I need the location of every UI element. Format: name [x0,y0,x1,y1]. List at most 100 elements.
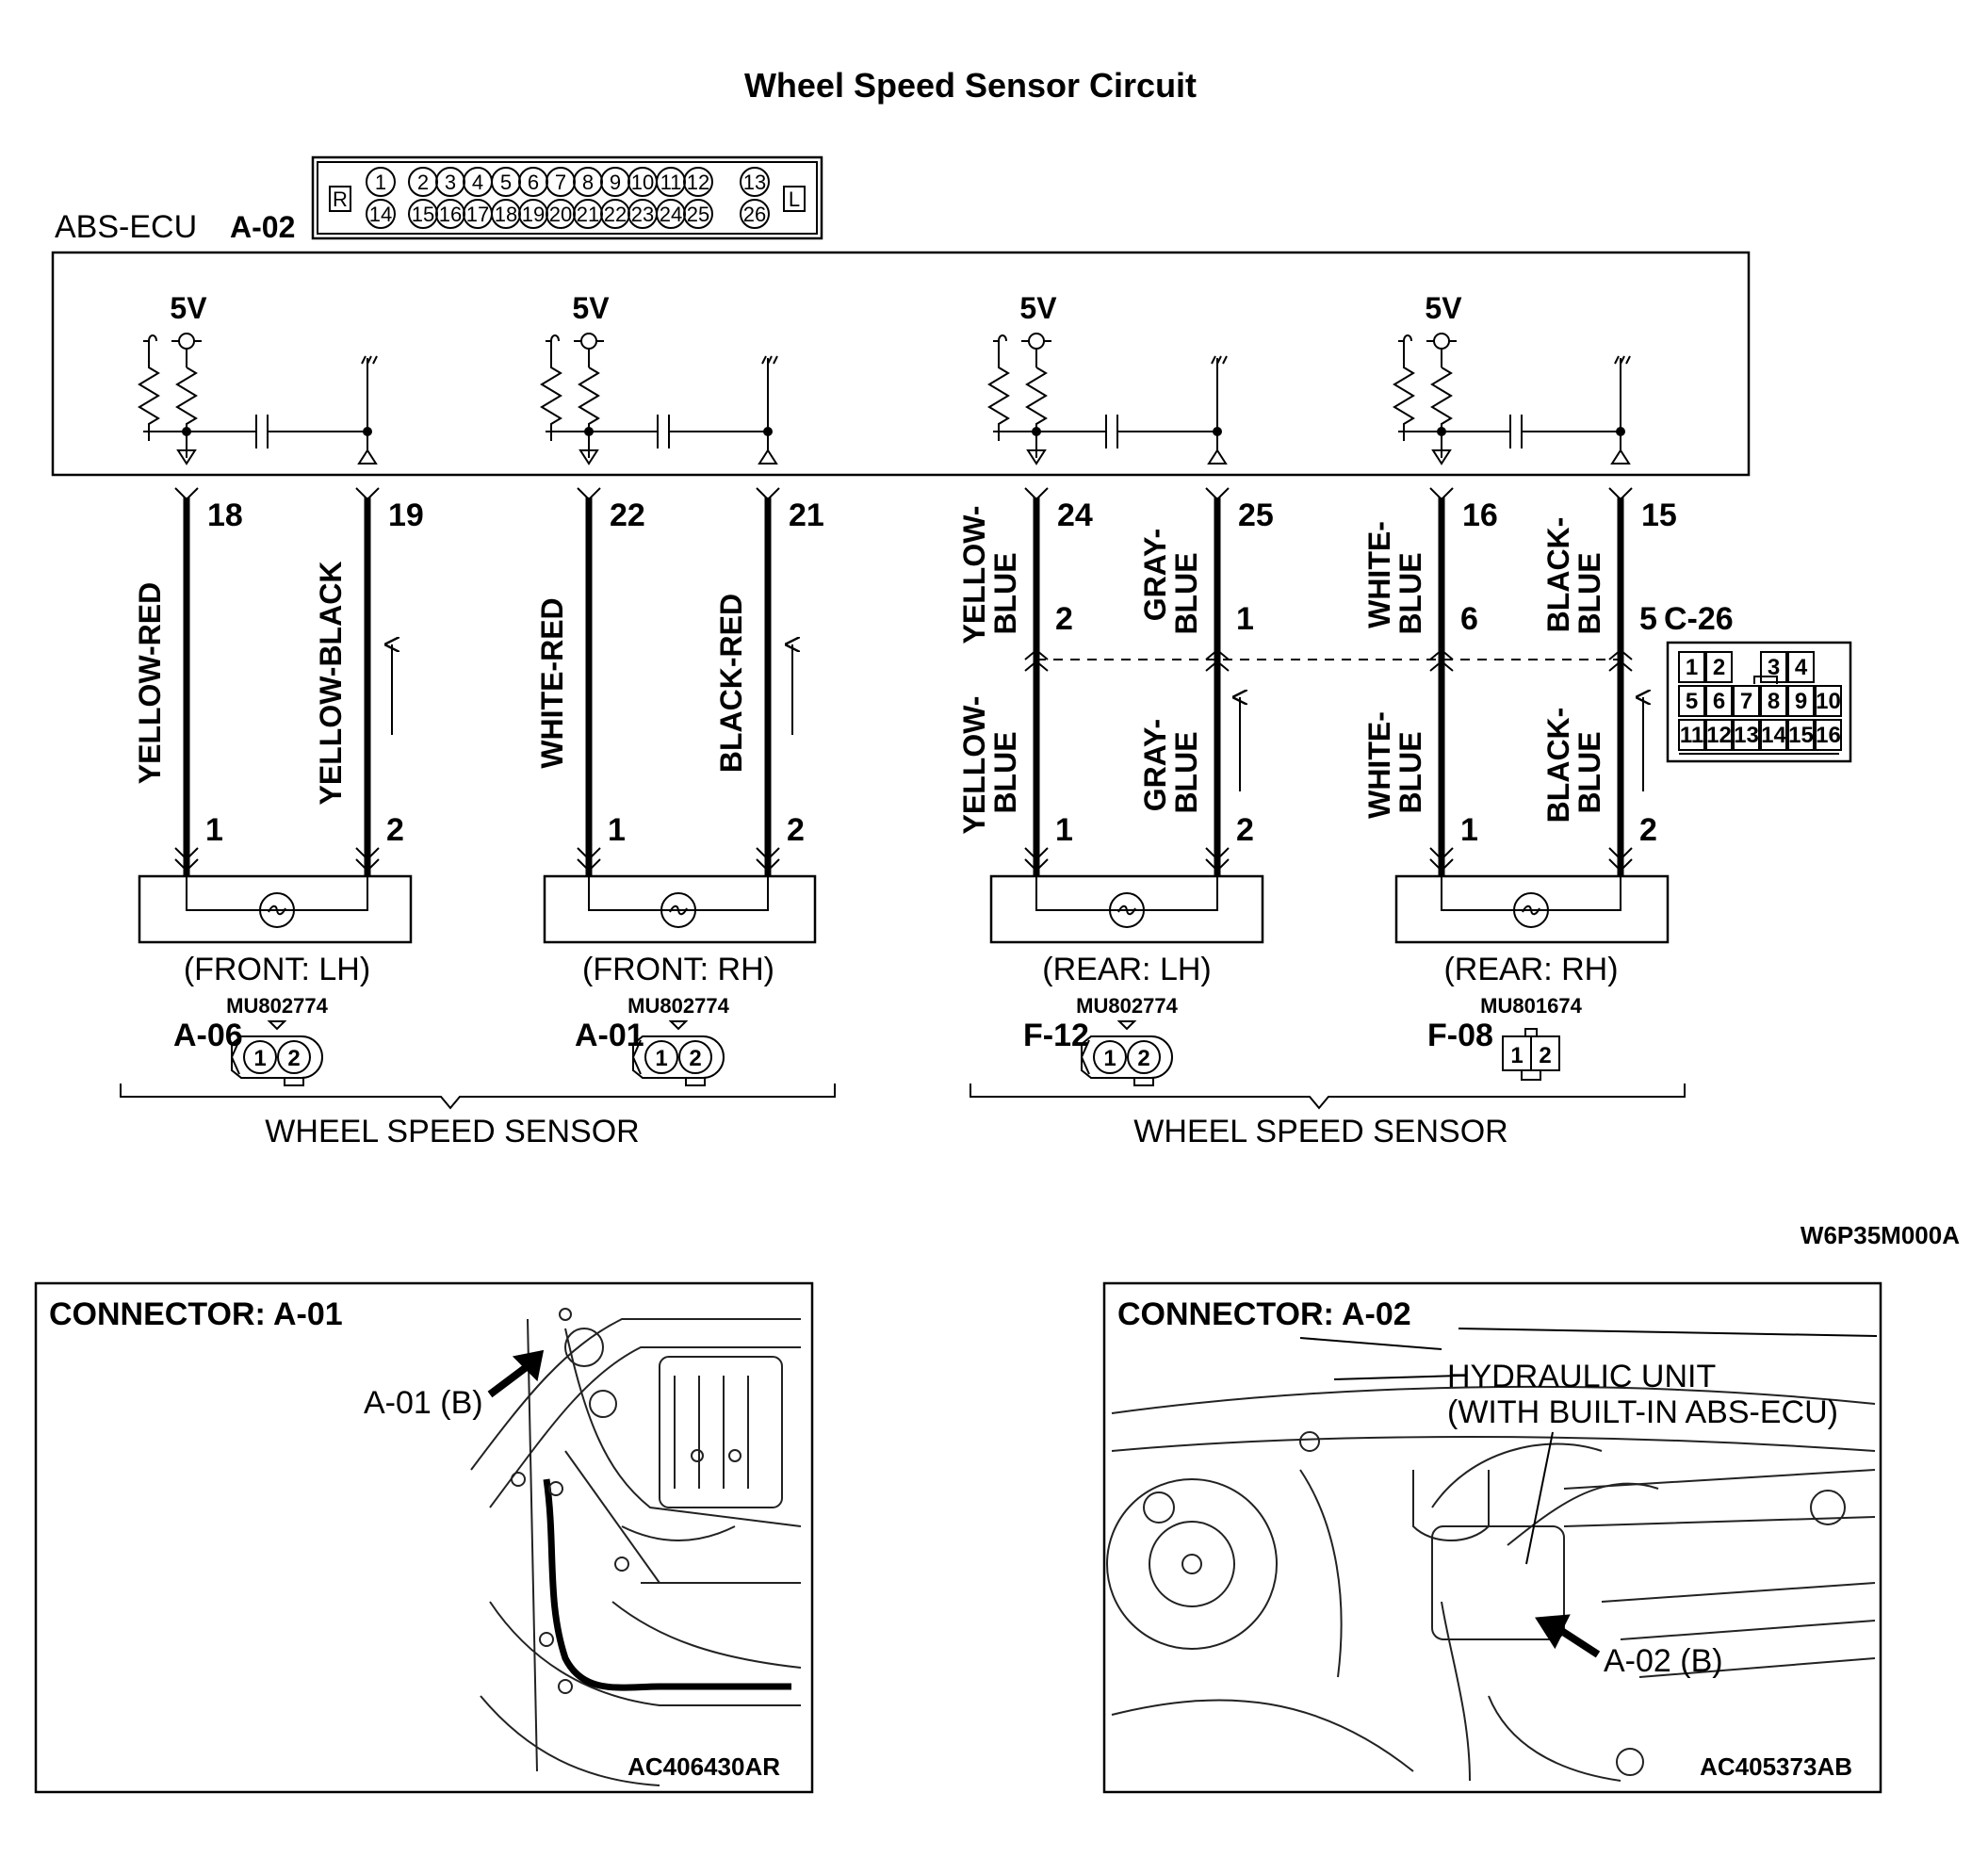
ecu-name: ABS-ECU [55,209,197,245]
ecu-pin-label: 3 [445,171,456,194]
ecu-input-circuit: 5V [987,291,1228,465]
c26-label: C-26 [1664,601,1734,637]
sensor-position-label: (REAR: LH) [1042,952,1211,987]
ecu-pin-label: 20 [549,203,572,226]
ecu-side-l: L [789,187,800,211]
panel-a01-callout: A-01 (B) [364,1385,483,1421]
group-brace-rear [970,1084,1686,1110]
c26-cavity-label: 5 [1686,689,1698,714]
sensor-pin-number: 1 [608,812,626,848]
connector-part-number: MU802774 [627,994,729,1018]
sensor-body [989,874,1264,944]
c26-cavity [1705,719,1733,751]
ecu-pin-number: 18 [207,497,243,533]
ecu-pin-circle [740,167,770,197]
c26-cavity-label: 16 [1816,723,1841,748]
ecu-pin-number: 16 [1462,497,1498,533]
c26-cavity [1760,685,1787,717]
supply-5v-label: 5V [1425,291,1462,325]
sensor-position-label: (REAR: RH) [1443,952,1618,987]
wire-color-label: GRAY- [1138,719,1172,811]
ecu-pin-label: 4 [472,171,483,194]
c26-cavity-label: 7 [1740,689,1752,714]
panel-a02-code: AC405373AB [1700,1752,1852,1781]
c26-cavity [1815,719,1842,751]
sensor-coil-symbol [1513,892,1549,928]
ecu-pin-label: 24 [660,203,682,226]
diagram-title: Wheel Speed Sensor Circuit [744,66,1197,105]
ecu-pin-label: 5 [500,171,512,194]
c26-cavity [1787,719,1815,751]
wire-color-label: BLUE [1169,552,1203,634]
ecu-pin-number: 19 [388,497,424,533]
c26-cavity [1760,651,1787,683]
sensor-cavity-label: 2 [1137,1046,1149,1071]
ecu-pin-number: 21 [789,497,824,533]
intermediate-pin-number: 2 [1055,601,1073,637]
sensor-cavity-label: 2 [689,1046,701,1071]
ecu-pin-number: 22 [610,497,645,533]
sensor-pin-number: 2 [386,812,404,848]
group-brace-front [120,1084,836,1110]
connector-panel-a02: CONNECTOR: A-02 HYDRAULIC UNIT (WITH BUI… [1102,1281,1882,1794]
ecu-pin-circle [366,199,396,229]
wire-color-label: YELLOW-BLACK [314,562,348,806]
ecu-connector-id: A-02 [230,210,295,244]
c26-cavity [1678,685,1705,717]
ecu-pin-label: 6 [528,171,539,194]
ecu-pin-label: 11 [660,171,682,194]
ecu-pin-circle [683,199,713,229]
c26-cavity-label: 12 [1706,723,1732,748]
wire-color-label: BLUE [1393,552,1427,634]
sensor-coil-symbol [259,892,295,928]
callout-arrow-a01 [487,1349,545,1398]
sensor-cavity-label: 1 [1510,1043,1523,1068]
panel-a02-unit-line1: HYDRAULIC UNIT [1447,1359,1716,1394]
sensor-position-label: (FRONT: LH) [184,952,370,987]
ecu-pin-label: 15 [412,203,434,226]
sensor-pin-number: 2 [1639,812,1657,848]
panel-a02-callout: A-02 (B) [1604,1643,1723,1679]
c26-cavity [1787,685,1815,717]
wire-color-label: WHITE-RED [535,597,569,768]
ecu-pin-number: 25 [1238,497,1274,533]
ecu-input-circuit: 5V [138,291,378,465]
connector-part-number: MU801674 [1480,994,1582,1018]
wire-color-label: BLUE [1572,731,1606,813]
c26-cavity-label: 6 [1713,689,1725,714]
c26-cavity [1733,719,1760,751]
ecu-input-circuit: 5V [540,291,778,465]
ecu-internal-circuits: 5V 5V 5V 5V [138,291,1631,465]
sensor-body [138,874,413,944]
ecu-pin-label: 7 [555,171,566,194]
sensor-cavity-label: 1 [1103,1046,1116,1071]
c26-cavity-label: 14 [1761,723,1786,748]
abs-ecu-box [51,251,1751,477]
wire-color-label: BLUE [1393,731,1427,813]
c26-cavity-label: 8 [1768,689,1780,714]
callout-arrow-a02 [1535,1614,1601,1658]
ecu-pin-number: 15 [1641,497,1677,533]
ecu-pin-label: 12 [687,171,709,194]
wire-color-label: BLUE [1572,552,1606,634]
sensor-pin-number: 2 [787,812,805,848]
c26-cavity-label: 9 [1795,689,1807,714]
c26-cavity [1815,685,1842,717]
sensor-coil-symbol [660,892,696,928]
connector-part-number: MU802774 [226,994,328,1018]
ecu-pin-label: 9 [610,171,621,194]
c26-cavity-label: 4 [1795,655,1808,680]
group-label-front: WHEEL SPEED SENSOR [265,1114,639,1149]
wire-color-label: GRAY- [1138,529,1172,621]
c26-cavity [1760,719,1787,751]
panel-a01-title: CONNECTOR: A-01 [49,1296,343,1332]
ecu-pin-label: 2 [417,171,429,194]
ecu-pin-label: 26 [743,203,766,226]
sensor-circuit: 2412522YELLOW-BLUEYELLOW-BLUE1GRAY-BLUEG… [957,487,1274,1086]
